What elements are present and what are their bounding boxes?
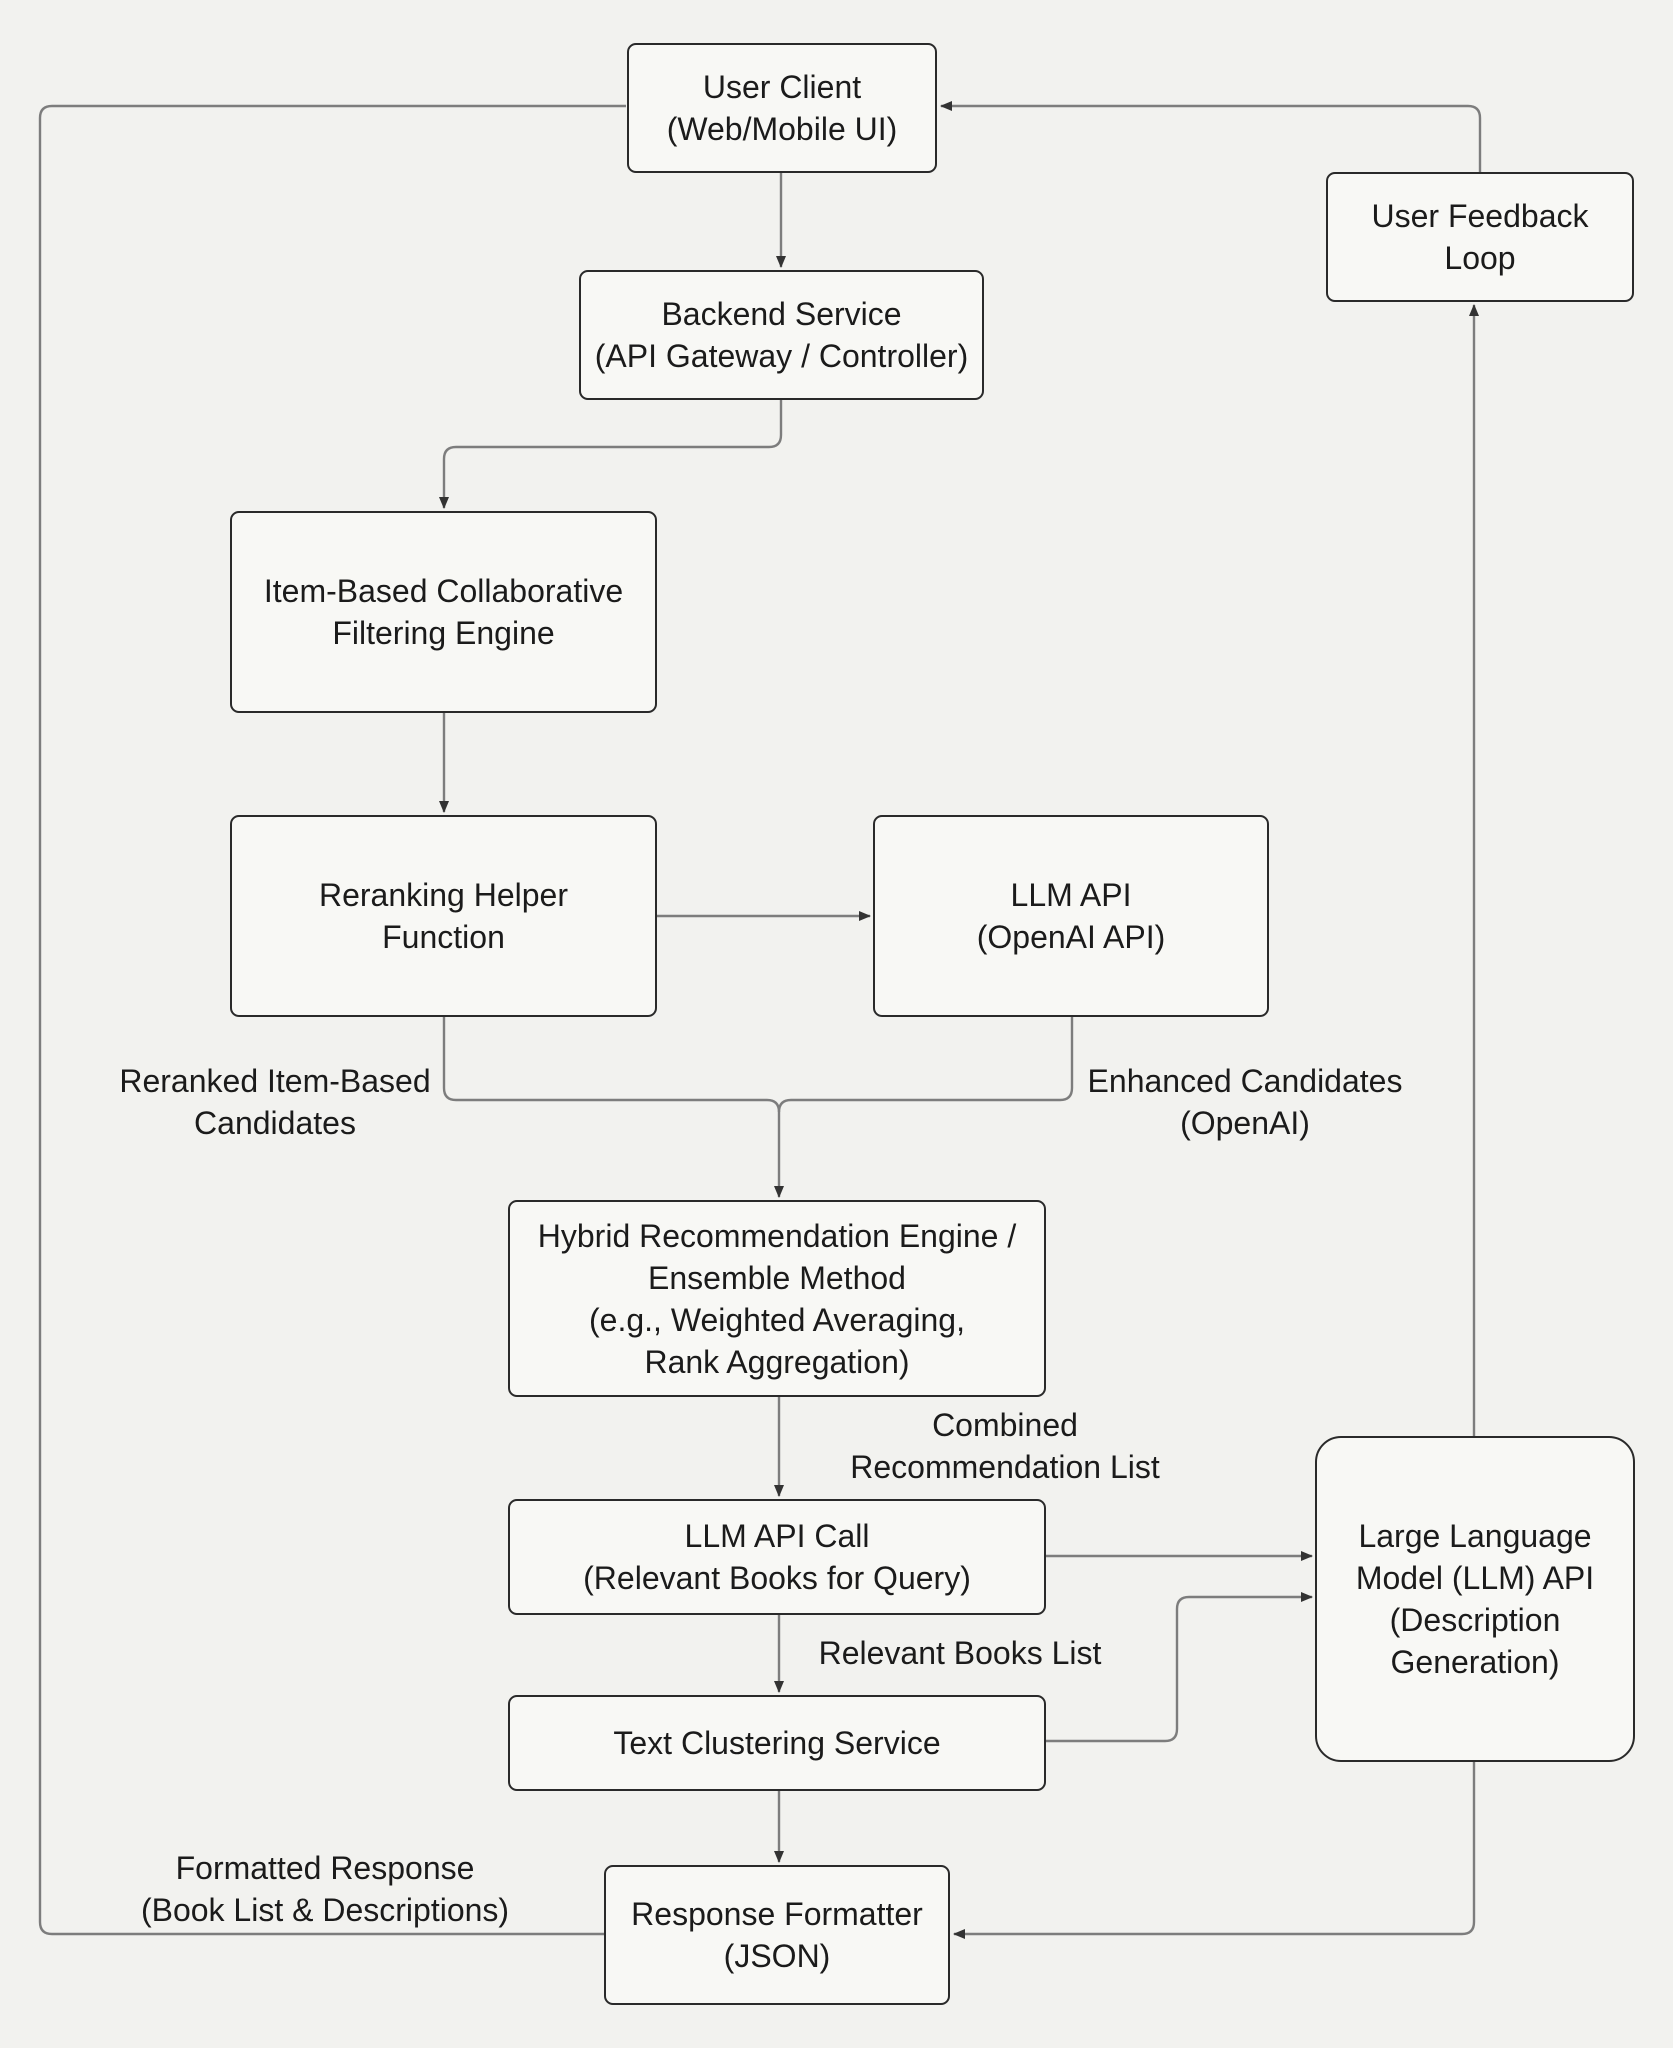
llm-api-call-title: LLM API Call — [684, 1518, 870, 1554]
hybrid-engine-line-1: Hybrid Recommendation Engine / — [537, 1217, 1017, 1254]
reranking-helper-title: Reranking Helper — [318, 877, 568, 913]
text-clustering-node: Text Clustering Service — [508, 1695, 1046, 1791]
formatted-label-line-1: Formatted Response — [175, 1850, 475, 1886]
user-client-subtitle: (Web/Mobile UI) — [666, 111, 898, 147]
hybrid-engine-line-2: Ensemble Method — [648, 1259, 906, 1296]
large-llm-line-3: (Description — [1389, 1602, 1561, 1638]
edge-llmapi-merge — [777, 1016, 1074, 1113]
relevant-label-line-1: Relevant Books List — [818, 1635, 1102, 1671]
edge-formatter-to-client — [38, 104, 626, 1936]
edge-largellm-to-formatter — [953, 1762, 1476, 1939]
hybrid-engine-line-4: Rank Aggregation) — [644, 1343, 910, 1380]
enhanced-candidates-label: Enhanced Candidates (OpenAI) — [1085, 1060, 1405, 1144]
relevant-books-label: Relevant Books List — [805, 1632, 1115, 1674]
reranked-candidates-label: Reranked Item-Based Candidates — [100, 1060, 450, 1144]
edge-reranking-merge — [442, 1016, 781, 1113]
combined-label-line-1: Combined — [932, 1407, 1078, 1443]
enhanced-label-line-2: (OpenAI) — [1180, 1105, 1310, 1141]
reranked-label-line-1: Reranked Item-Based — [119, 1063, 431, 1099]
user-feedback-node: User Feedback Loop — [1326, 172, 1634, 302]
formatted-label-line-2: (Book List & Descriptions) — [140, 1892, 510, 1928]
edge-feedback-to-client — [940, 101, 1482, 172]
large-llm-node: Large Language Model (LLM) API (Descript… — [1315, 1436, 1635, 1762]
user-client-title: User Client — [702, 69, 862, 105]
llm-api-call-subtitle: (Relevant Books for Query) — [583, 1560, 971, 1596]
llm-api-subtitle: (OpenAI API) — [976, 919, 1166, 955]
hybrid-engine-line-3: (e.g., Weighted Averaging, — [589, 1301, 965, 1338]
llm-api-title: LLM API — [1010, 877, 1132, 913]
user-client-node: User Client (Web/Mobile UI) — [627, 43, 937, 173]
response-formatter-node: Response Formatter (JSON) — [604, 1865, 950, 2005]
enhanced-label-line-1: Enhanced Candidates — [1087, 1063, 1403, 1099]
backend-service-subtitle: (API Gateway / Controller) — [594, 338, 969, 374]
reranking-helper-subtitle: Function — [382, 919, 505, 955]
large-llm-line-4: Generation) — [1390, 1644, 1560, 1680]
user-feedback-title: User Feedback — [1371, 198, 1589, 234]
combined-label-line-2: Recommendation List — [850, 1449, 1160, 1485]
edge-backend-to-itemcf — [439, 400, 783, 509]
formatted-response-label: Formatted Response (Book List & Descript… — [130, 1847, 520, 1931]
text-clustering-title: Text Clustering Service — [613, 1725, 941, 1761]
llm-api-call-node: LLM API Call (Relevant Books for Query) — [508, 1499, 1046, 1615]
hybrid-engine-node: Hybrid Recommendation Engine / Ensemble … — [508, 1200, 1046, 1397]
user-feedback-subtitle: Loop — [1444, 240, 1516, 276]
reranked-label-line-2: Candidates — [194, 1105, 356, 1141]
large-llm-line-2: Model (LLM) API — [1355, 1560, 1595, 1596]
item-cf-engine-subtitle: Filtering Engine — [332, 615, 555, 651]
item-cf-engine-title: Item-Based Collaborative — [263, 573, 624, 609]
combined-list-label: Combined Recommendation List — [845, 1404, 1165, 1488]
response-formatter-subtitle: (JSON) — [723, 1938, 831, 1974]
edge-clustering-to-largellm — [1046, 1592, 1313, 1743]
response-formatter-title: Response Formatter — [631, 1896, 923, 1932]
backend-service-title: Backend Service — [661, 296, 902, 332]
backend-service-node: Backend Service (API Gateway / Controlle… — [579, 270, 984, 400]
large-llm-line-1: Large Language — [1358, 1518, 1592, 1554]
reranking-helper-node: Reranking Helper Function — [230, 815, 657, 1017]
llm-api-node: LLM API (OpenAI API) — [873, 815, 1269, 1017]
item-cf-engine-node: Item-Based Collaborative Filtering Engin… — [230, 511, 657, 713]
